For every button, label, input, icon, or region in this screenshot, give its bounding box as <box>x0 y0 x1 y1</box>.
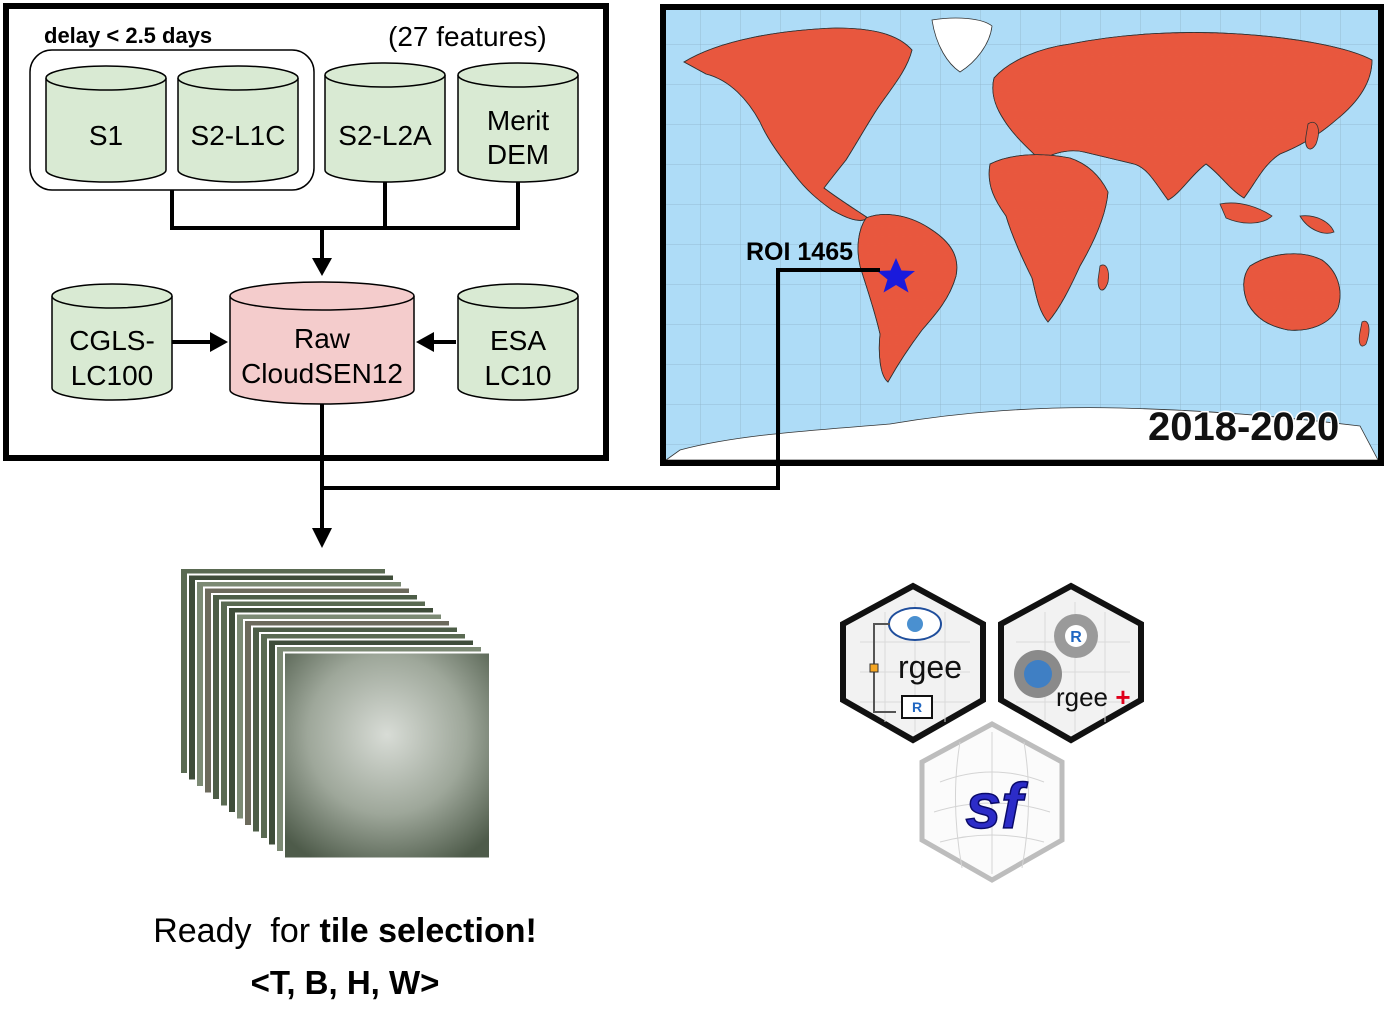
world-map: ROI 1465 2018-2020 <box>660 4 1384 466</box>
db-raw-label-2: CloudSEN12 <box>241 358 403 389</box>
sf-logo: sf <box>919 721 1065 883</box>
db-s2-l1c: S2-L1C <box>177 65 299 183</box>
delay-label: delay < 2.5 days <box>44 23 212 48</box>
plus-sign: + <box>1115 682 1130 712</box>
r-letter-gear: R <box>1070 629 1082 646</box>
continents <box>664 17 1379 461</box>
pipeline-diagram: delay < 2.5 days (27 features) S1 S2-L1C… <box>3 3 609 461</box>
madagascar <box>1097 264 1109 291</box>
new-guinea <box>1299 215 1335 234</box>
roi-label: ROI 1465 <box>746 238 853 266</box>
japan <box>1305 121 1319 150</box>
rgee-logo: R rgee <box>840 582 986 744</box>
merge-connectors <box>170 182 520 260</box>
greenland <box>931 17 993 73</box>
rgee-text: rgee <box>898 649 962 685</box>
db-cgls-label-1: CGLS- <box>69 325 155 356</box>
tile-layer <box>283 651 491 860</box>
tile-stack <box>179 567 491 860</box>
db-cgls-lc100: CGLS- LC100 <box>51 283 173 401</box>
sf-text: sf <box>966 770 1029 842</box>
db-s1-label: S1 <box>89 120 123 151</box>
db-s2-l2a: S2-L2A <box>324 62 446 183</box>
r-letter: R <box>912 699 922 715</box>
new-zealand <box>1358 320 1370 347</box>
db-raw-label-1: Raw <box>294 323 351 354</box>
monitor-icon <box>901 695 933 719</box>
rgee-plus-text: rgee <box>1056 682 1108 712</box>
db-s1: S1 <box>45 65 167 183</box>
ready-caption: Ready for tile selection! <box>0 912 690 951</box>
db-s2-l2a-label: S2-L2A <box>338 120 432 151</box>
tile-layers <box>179 567 491 860</box>
features-label: (27 features) <box>388 21 547 52</box>
db-cgls-label-2: LC100 <box>71 360 154 391</box>
globe-icon <box>907 616 923 632</box>
arrow-down-head <box>312 258 332 276</box>
rgee-plus-logo: R rgee + <box>998 582 1144 744</box>
ready-bold: tile selection! <box>319 912 537 950</box>
map-frame <box>660 4 1384 466</box>
db-esa-label-2: LC10 <box>485 360 552 391</box>
db-esa-label-1: ESA <box>490 325 546 356</box>
arrow-output-head <box>312 528 332 548</box>
db-raw-cloudsen12: Raw CloudSEN12 <box>229 281 415 405</box>
db-esa-lc10: ESA LC10 <box>457 283 579 401</box>
package-logos: R rgee R rgee + sf <box>840 582 1144 883</box>
period-label: 2018-2020 <box>1148 405 1339 449</box>
roi-star-icon <box>877 258 915 293</box>
indonesia <box>1219 202 1273 224</box>
tensor-shape: <T, B, H, W> <box>250 964 440 1001</box>
ready-prefix: Ready for <box>153 912 320 950</box>
arrow-right-head <box>210 332 228 352</box>
db-s2-l1c-label: S2-L1C <box>191 120 286 151</box>
